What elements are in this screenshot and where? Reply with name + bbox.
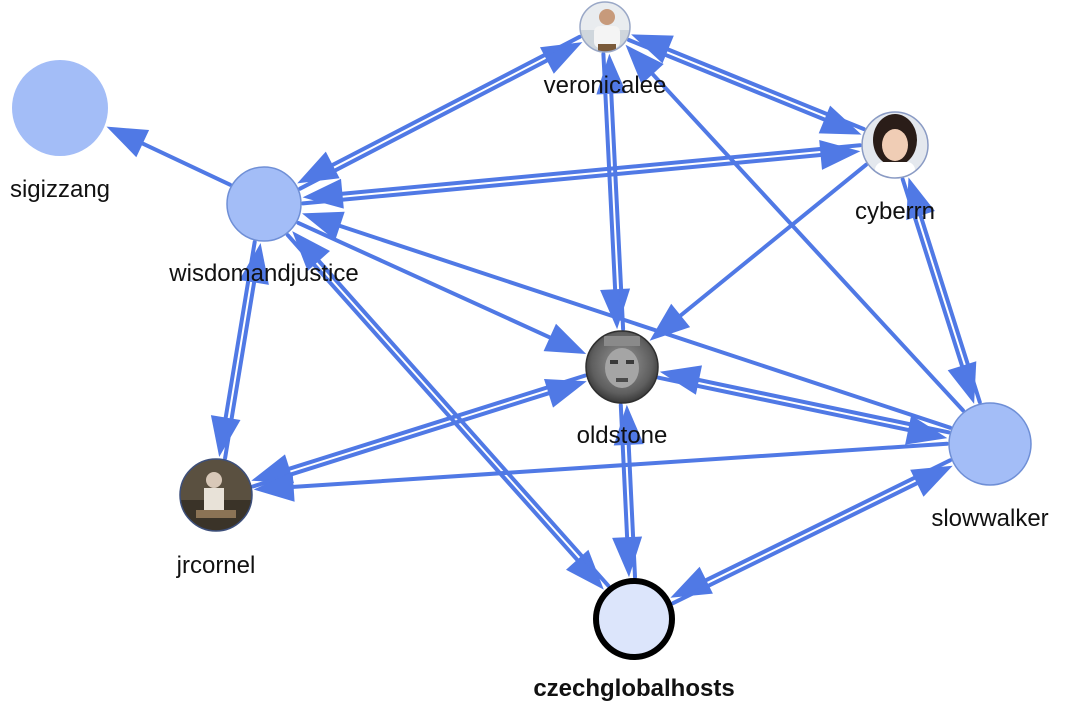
- edge-line: [918, 213, 982, 405]
- edge-arrowhead: [302, 211, 345, 241]
- edge-line: [298, 58, 549, 191]
- edge-line: [316, 259, 611, 588]
- node-jrcornel[interactable]: jrcornel: [176, 458, 256, 579]
- edge-oldstone-to-veronicalee: [596, 53, 627, 331]
- edge-arrowhead: [544, 379, 587, 408]
- edge-wisdomandjustice-to-czechglobalhosts: [285, 233, 604, 590]
- edge-line: [140, 141, 232, 187]
- edge-arrowhead: [906, 177, 935, 221]
- edge-line: [287, 373, 587, 471]
- edge-line: [223, 280, 257, 460]
- edge-jrcornel-to-wisdomandjustice: [223, 243, 269, 460]
- edge-slowwalker-to-oldstone: [659, 365, 951, 435]
- edge-line: [285, 233, 580, 562]
- edge-arrowhead: [543, 323, 587, 354]
- edge-veronicalee-to-wisdomandjustice: [297, 34, 582, 184]
- edge-line: [626, 442, 637, 579]
- edge-slowwalker-to-cyberrn: [906, 177, 982, 405]
- edge-line: [251, 391, 551, 489]
- node-label-sigizzang: sigizzang: [10, 176, 110, 203]
- edge-czechglobalhosts-to-oldstone: [613, 404, 644, 579]
- edge-arrowhead: [302, 178, 344, 209]
- edge-czechglobalhosts-to-wisdomandjustice: [292, 231, 611, 588]
- edge-wisdomandjustice-to-veronicalee: [298, 42, 583, 191]
- node-veronicalee[interactable]: veronicalee: [544, 1, 667, 99]
- edge-arrowhead: [631, 34, 674, 64]
- edge-oldstone-to-jrcornel: [251, 373, 587, 483]
- edge-arrowhead: [649, 303, 691, 341]
- edge-cyberrn-to-oldstone: [649, 162, 868, 341]
- edge-arrowhead: [905, 415, 948, 445]
- nodes-layer: veronicalee sigizzang wisdomandjustice c…: [10, 1, 1049, 702]
- edge-oldstone-to-slowwalker: [656, 375, 948, 445]
- edge-arrowhead: [297, 151, 340, 184]
- person-photo-icon: [862, 112, 928, 178]
- edge-line: [330, 34, 582, 167]
- edge-arrowhead: [613, 404, 644, 446]
- edge-arrowhead: [292, 231, 330, 271]
- edge-czechglobalhosts-to-slowwalker: [671, 465, 953, 606]
- edge-arrowhead: [625, 44, 664, 85]
- edge-wisdomandjustice-to-sigizzang: [106, 126, 232, 187]
- node-label-oldstone: oldstone: [577, 422, 668, 449]
- edge-slowwalker-to-jrcornel: [253, 441, 949, 502]
- edge-arrowhead: [210, 415, 241, 457]
- node-czechglobalhosts[interactable]: czechglobalhosts: [533, 578, 735, 702]
- stone-statue-photo-icon: [586, 331, 658, 403]
- node-sigizzang[interactable]: sigizzang: [10, 60, 110, 203]
- edge-cyberrn-to-veronicalee: [631, 34, 866, 131]
- edge-line: [291, 441, 949, 489]
- edge-wisdomandjustice-to-oldstone: [296, 220, 587, 354]
- edge-line: [301, 153, 823, 206]
- node-label-slowwalker: slowwalker: [931, 505, 1048, 532]
- edge-line: [609, 91, 626, 331]
- edge-arrowhead: [910, 465, 953, 497]
- edge-line: [340, 143, 862, 196]
- edge-slowwalker-to-czechglobalhosts: [670, 458, 953, 598]
- node-label-czechglobalhosts: czechglobalhosts: [533, 675, 734, 702]
- edge-arrowhead: [253, 471, 295, 502]
- node-oldstone[interactable]: oldstone: [577, 330, 668, 449]
- edge-slowwalker-to-wisdomandjustice: [302, 211, 953, 430]
- edge-arrowhead: [106, 126, 150, 158]
- edge-arrowhead: [566, 549, 604, 590]
- edge-line: [650, 72, 965, 413]
- edge-line: [666, 47, 866, 131]
- edge-line: [656, 375, 911, 432]
- node-slowwalker[interactable]: slowwalker: [931, 402, 1049, 532]
- edges-layer: [106, 34, 982, 606]
- node-wisdomandjustice[interactable]: wisdomandjustice: [168, 166, 359, 287]
- edge-line: [337, 223, 953, 430]
- edge-line: [296, 220, 552, 340]
- edge-arrowhead: [612, 536, 643, 578]
- edge-arrowhead: [659, 365, 702, 395]
- edge-line: [704, 458, 953, 583]
- node-label-wisdomandjustice: wisdomandjustice: [168, 260, 358, 287]
- node-label-cyberrn: cyberrn: [855, 198, 935, 225]
- edge-arrowhead: [596, 53, 627, 95]
- edge-line: [671, 481, 919, 606]
- edge-line: [697, 378, 951, 435]
- edge-jrcornel-to-oldstone: [251, 379, 587, 489]
- edge-slowwalker-to-veronicalee: [625, 44, 965, 413]
- edge-arrowhead: [600, 288, 631, 330]
- edge-cyberrn-to-wisdomandjustice: [302, 143, 862, 209]
- node-cyberrn[interactable]: cyberrn: [855, 111, 935, 225]
- node-label-jrcornel: jrcornel: [176, 552, 256, 579]
- person-photo-icon: [580, 2, 630, 52]
- node-label-veronicalee: veronicalee: [544, 72, 667, 99]
- edge-arrowhead: [239, 243, 269, 285]
- edge-line: [678, 162, 868, 318]
